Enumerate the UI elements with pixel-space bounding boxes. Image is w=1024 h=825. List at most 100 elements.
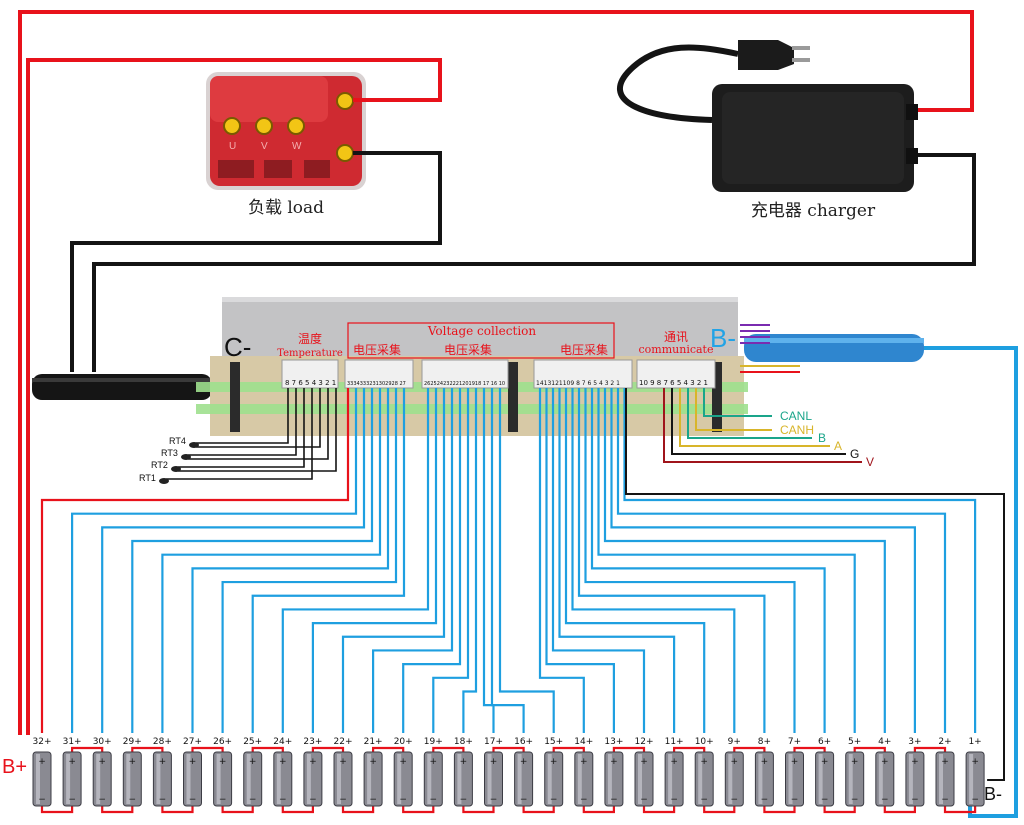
c-minus-label: C- (224, 332, 251, 362)
series-link (552, 746, 585, 752)
a-label: A (834, 439, 842, 453)
series-link (492, 746, 525, 752)
battery-cell: +− (273, 751, 293, 807)
battery-cell: +− (845, 751, 865, 807)
cell-plus-glyph: + (369, 757, 377, 767)
cell-plus-glyph: + (189, 757, 197, 767)
cell-label: 20+ (394, 737, 413, 747)
cell-plus-glyph: + (971, 757, 979, 767)
cell-minus-glyph: − (279, 795, 287, 805)
b-minus-board-label: B- (710, 323, 736, 353)
cell-minus-glyph: − (219, 795, 227, 805)
battery-cell: +− (62, 751, 82, 807)
voltage-connector-2 (421, 359, 509, 389)
b-minus-wire (924, 346, 1018, 818)
cell-label: 30+ (93, 737, 112, 747)
cell-minus-glyph: − (38, 795, 46, 805)
cell-plus-glyph: + (761, 757, 769, 767)
battery-cell: +− (754, 751, 774, 807)
cell-label: 24+ (273, 737, 292, 747)
cell-plus-glyph: + (38, 757, 46, 767)
board-rail-bottom (196, 404, 748, 414)
sense-wire (311, 388, 438, 733)
sense-wire (558, 388, 676, 733)
cell-label: 21+ (364, 737, 383, 747)
cell-label: 26+ (213, 737, 232, 747)
cell-plus-glyph: + (98, 757, 106, 767)
battery-cell: +− (574, 751, 594, 807)
series-link (612, 746, 646, 752)
battery-cell: +− (152, 751, 172, 807)
g-wire (671, 388, 846, 455)
cell-minus-glyph: − (670, 795, 678, 805)
sense-wire (584, 388, 796, 733)
battery-cell: +− (724, 751, 744, 807)
cell-label: 13+ (604, 737, 623, 747)
sense-wire (161, 388, 382, 733)
sense-wire (191, 388, 390, 733)
cell-minus-glyph: − (98, 795, 106, 805)
voltage-collection-label: Voltage collection (427, 324, 537, 338)
series-link (582, 806, 616, 814)
cell-label: 23+ (303, 737, 322, 747)
cell-plus-glyph: + (821, 757, 829, 767)
series-link (281, 806, 314, 814)
communication-wires: CANL CANH B A G V (663, 388, 874, 469)
aux-leads (740, 324, 800, 373)
v-label: V (866, 455, 874, 469)
cell-minus-glyph: − (821, 795, 829, 805)
cell-plus-glyph: + (580, 757, 588, 767)
cell-label: 1+ (968, 737, 981, 747)
cell-label: 7+ (788, 737, 801, 747)
cell-minus-glyph: − (490, 795, 498, 805)
c-minus-cable (32, 374, 212, 400)
series-link (763, 806, 796, 814)
battery-cell: +− (905, 751, 925, 807)
port-label-w: W (292, 141, 302, 152)
cell-label: 19+ (424, 737, 443, 747)
cell-plus-glyph: + (791, 757, 799, 767)
battery-cell: +− (694, 751, 714, 807)
series-link (642, 806, 676, 814)
cell-minus-glyph: − (731, 795, 739, 805)
cell-plus-glyph: + (430, 757, 438, 767)
series-link (943, 806, 977, 814)
cell-label: 29+ (123, 737, 142, 747)
series-link (823, 806, 856, 814)
battery-cell: +− (393, 751, 413, 807)
plug-prong-2 (792, 58, 810, 62)
load-connector-1 (218, 160, 254, 178)
sense-wire (251, 388, 406, 733)
load-positive-terminal (336, 92, 354, 110)
sense-wire (372, 388, 454, 733)
cell-minus-glyph: − (68, 795, 76, 805)
b-plus-to-load-wire (26, 58, 442, 735)
rt1-wire (166, 388, 313, 480)
series-link (101, 806, 134, 814)
cell-minus-glyph: − (791, 795, 799, 805)
rt2-probe (171, 466, 181, 472)
battery-cell: +− (423, 751, 443, 807)
series-link (883, 806, 917, 814)
battery-cell: +− (484, 751, 503, 807)
cell-label: 10+ (695, 737, 714, 747)
sense-wire (490, 388, 525, 733)
communicate-cn-label: 通讯 (664, 330, 688, 344)
sense-wire (482, 388, 495, 733)
sense-wire (70, 388, 358, 733)
load-connector-2 (264, 160, 292, 178)
communication-connector (636, 359, 716, 389)
sense-wire (131, 388, 374, 733)
temperature-cn-label: 温度 (298, 331, 322, 346)
cell-plus-glyph: + (610, 757, 618, 767)
battery-cell: +− (634, 751, 654, 807)
series-link (40, 806, 74, 814)
cell-minus-glyph: − (430, 795, 438, 805)
cell-plus-glyph: + (460, 757, 468, 767)
sense-wire (341, 388, 446, 733)
cell-minus-glyph: − (460, 795, 468, 805)
sense-wire (590, 388, 826, 733)
series-link (251, 746, 284, 752)
sense-wire (432, 388, 470, 733)
